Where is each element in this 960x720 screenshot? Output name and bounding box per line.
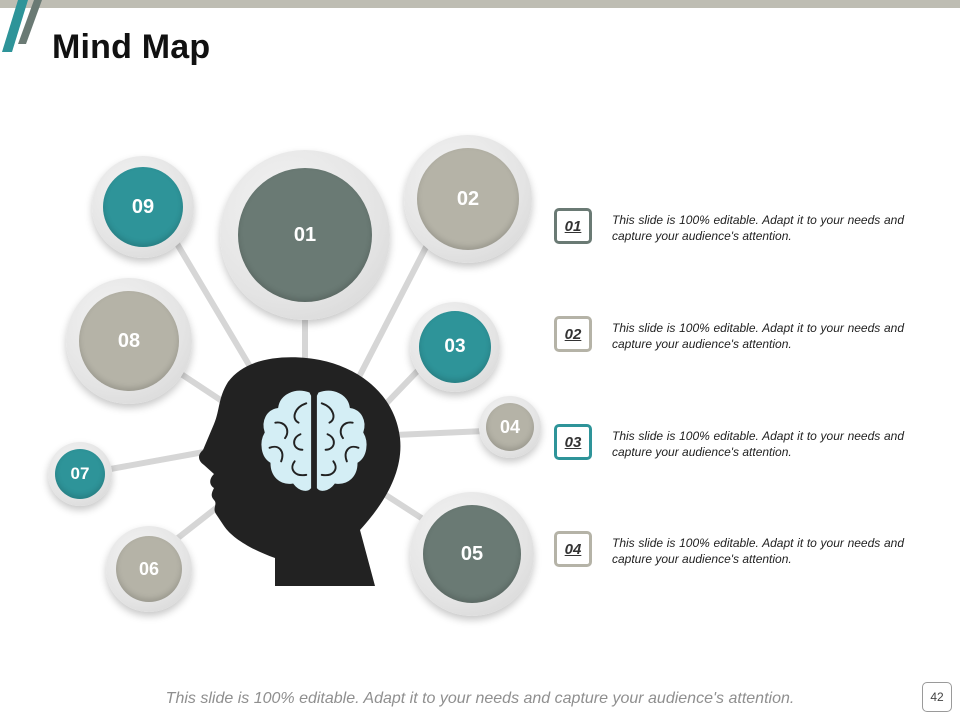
legend-item-04: 04 This slide is 100% editable. Adapt it… [554, 531, 906, 575]
legend-text: This slide is 100% editable. Adapt it to… [612, 213, 904, 243]
legend-item-03: 03 This slide is 100% editable. Adapt it… [554, 424, 906, 468]
bubble-09-core: 09 [103, 167, 183, 247]
legend-number-box: 01 [554, 208, 592, 244]
bubble-09: 09 [92, 156, 194, 258]
bubble-01-core: 01 [238, 168, 372, 302]
bubble-05-label: 05 [460, 542, 484, 565]
bubble-06-core: 06 [116, 536, 182, 602]
bubble-02: 02 [404, 135, 532, 263]
legend-text: This slide is 100% editable. Adapt it to… [612, 536, 904, 566]
bubble-08: 08 [66, 278, 192, 404]
top-bar [0, 0, 960, 8]
bubble-03-label: 03 [444, 336, 466, 357]
bubble-07-core: 07 [55, 449, 105, 499]
bubble-04: 04 [479, 396, 541, 458]
bubble-05-core: 05 [423, 505, 521, 603]
bubble-06: 06 [106, 526, 192, 612]
bubble-06-label: 06 [138, 558, 160, 579]
bubble-02-label: 02 [456, 187, 480, 210]
legend-item-02: 02 This slide is 100% editable. Adapt it… [554, 316, 906, 360]
bubble-09-label: 09 [131, 195, 155, 218]
bubble-08-core: 08 [79, 291, 179, 391]
legend-text: This slide is 100% editable. Adapt it to… [612, 429, 904, 459]
bubble-03-core: 03 [419, 311, 491, 383]
bubble-05: 05 [410, 492, 534, 616]
bubble-01: 01 [220, 150, 390, 320]
legend-text: This slide is 100% editable. Adapt it to… [612, 321, 904, 351]
bubble-04-core: 04 [486, 403, 534, 451]
bubble-04-label: 04 [499, 416, 521, 437]
legend-number-box: 03 [554, 424, 592, 460]
mind-map-diagram: 01 02 03 04 05 06 07 08 09 [0, 120, 541, 640]
legend-item-01: 01 This slide is 100% editable. Adapt it… [554, 208, 906, 252]
bubble-03: 03 [410, 302, 500, 392]
brain-icon [259, 388, 369, 493]
bubble-01-label: 01 [293, 223, 317, 246]
page-number: 42 [922, 682, 952, 712]
footer-text: This slide is 100% editable. Adapt it to… [165, 690, 795, 707]
legend-number-box: 02 [554, 316, 592, 352]
bubble-07: 07 [48, 442, 112, 506]
corner-accent-icon [2, 0, 42, 52]
legend-number-box: 04 [554, 531, 592, 567]
page-title: Mind Map [52, 28, 211, 66]
bubble-08-label: 08 [117, 329, 141, 352]
bubble-02-core: 02 [417, 148, 519, 250]
bubble-07-label: 07 [70, 464, 90, 483]
